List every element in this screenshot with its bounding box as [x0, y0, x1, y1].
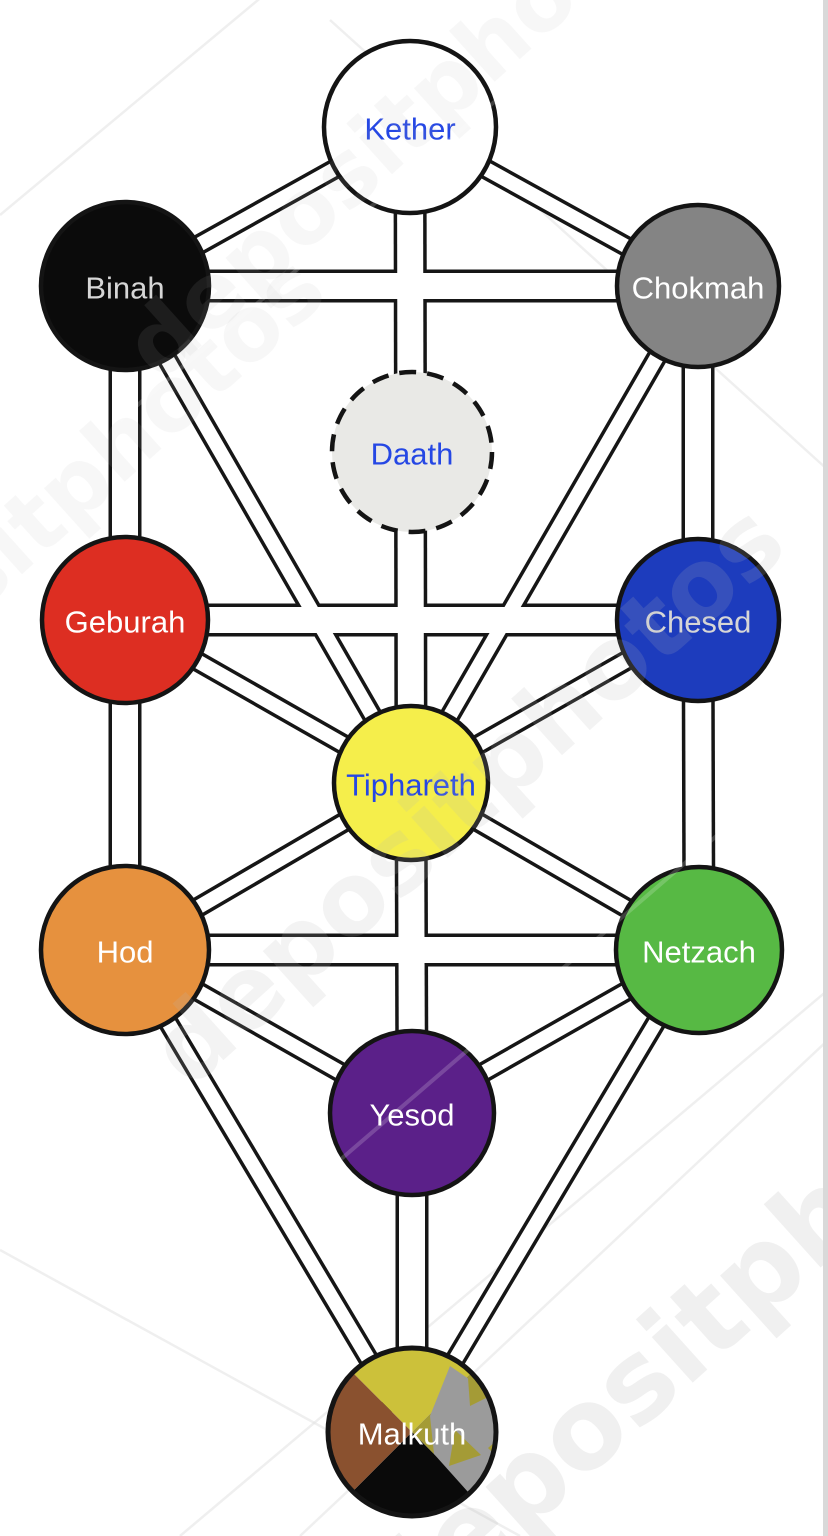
sephira-kether: Kether — [321, 38, 499, 216]
sephira-label-hod: Hod — [97, 935, 154, 970]
watermark-hairline — [118, 78, 522, 422]
malkuth-quadrant-citrine — [353, 1349, 471, 1432]
sephira-label-tiphareth: Tiphareth — [346, 768, 476, 803]
sephira-binah: Binah — [38, 199, 212, 373]
sephira-label-binah: Binah — [85, 271, 164, 306]
sephira-label-yesod: Yesod — [369, 1098, 454, 1133]
malkuth-quadrant-black — [353, 1432, 471, 1515]
path-binah-tiphareth-core — [118, 282, 418, 787]
path-chokmah-tiphareth-core — [404, 282, 705, 787]
sephira-hod: Hod — [38, 863, 212, 1037]
image-edge-strip — [823, 0, 828, 1536]
watermark-hairline — [338, 738, 828, 1162]
sephira-netzach: Netzach — [613, 864, 785, 1036]
sephira-chesed: Chesed — [614, 536, 782, 704]
sephira-tiphareth: Tiphareth — [331, 703, 491, 863]
sephira-daath: Daath — [329, 369, 495, 535]
malkuth-quadrant-russet — [329, 1373, 412, 1491]
sephira-chokmah: Chokmah — [614, 202, 782, 370]
path-netzach-malkuth-core — [405, 946, 706, 1436]
path-hod-malkuth-core — [118, 946, 419, 1436]
sephira-label-malkuth: Malkuth — [358, 1417, 467, 1452]
watermark-hairline — [0, 0, 260, 216]
sephira-label-daath: Daath — [371, 437, 454, 472]
sephira-geburah: Geburah — [39, 534, 211, 706]
sephira-label-chokmah: Chokmah — [632, 271, 765, 306]
watermark-logo-notch — [449, 1430, 481, 1466]
sephira-malkuth: Malkuth — [325, 1345, 499, 1519]
sephira-label-chesed: Chesed — [645, 605, 752, 640]
watermark-logo-notch — [468, 1378, 494, 1406]
sephira-label-kether: Kether — [364, 112, 455, 147]
sephira-label-geburah: Geburah — [65, 605, 186, 640]
sephira-label-netzach: Netzach — [642, 935, 756, 970]
sephira-yesod: Yesod — [327, 1028, 497, 1198]
